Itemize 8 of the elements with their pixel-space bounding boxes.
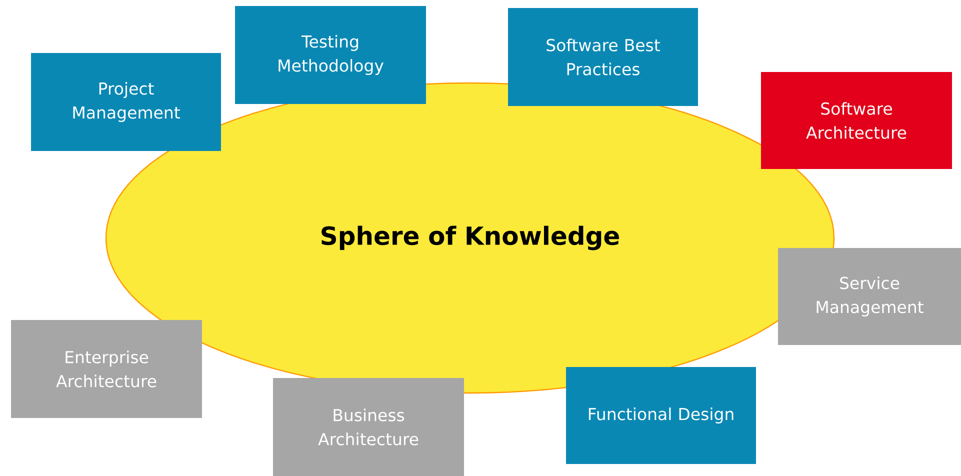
topic-box: Service Management — [778, 248, 961, 345]
topic-box: Functional Design — [566, 367, 756, 464]
topic-box: Software Architecture — [761, 72, 952, 169]
topic-box: Software Best Practices — [508, 8, 698, 106]
topic-box: Business Architecture — [273, 378, 464, 476]
topic-box: Project Management — [31, 53, 221, 151]
topic-box: Testing Methodology — [235, 6, 426, 104]
topic-box: Enterprise Architecture — [11, 320, 202, 418]
